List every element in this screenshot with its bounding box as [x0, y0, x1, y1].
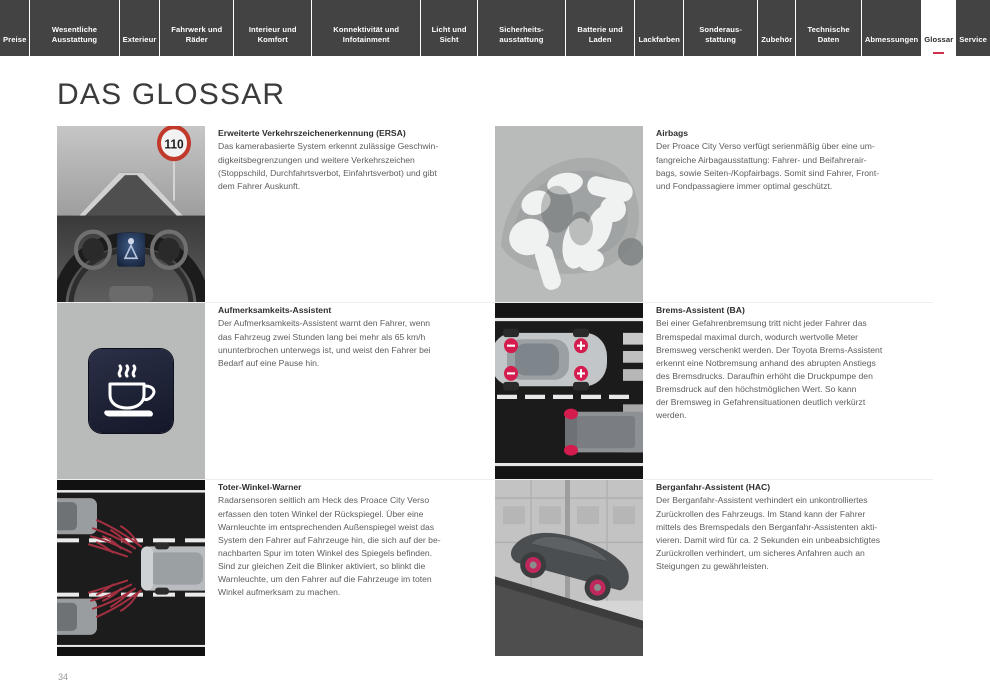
nav-tab-technische-daten[interactable]: Technische Daten: [795, 0, 861, 56]
nav-tab-label: Konnektivität und Infotainment: [333, 25, 400, 44]
nav-tab-label: Glossar: [924, 34, 954, 44]
nav-tab-label: Sonderaus- stattung: [699, 25, 742, 44]
active-tab-underline: [933, 52, 945, 54]
nav-tab-konnektivitaet-und-infotainment[interactable]: Konnektivität und Infotainment: [311, 0, 421, 56]
glossary-grid: 110 Erweiterte Verkehrszeichenerkennu: [0, 126, 990, 656]
airbag-illustration-svg: [495, 126, 643, 302]
entry-text: Berganfahr-Assistent (HAC) Der Berganfah…: [643, 480, 933, 656]
brake-assist-top-down-car-illustration: [495, 303, 643, 479]
radar-waves-upper: [88, 519, 142, 558]
nav-tab-exterieur[interactable]: Exterieur: [118, 0, 160, 56]
svg-text:110: 110: [164, 137, 183, 151]
entry-text: Brems-Assistent (BA) Bei einer Gefahrenb…: [643, 303, 933, 479]
main-navigation[interactable]: Preise Wesentliche Ausstattung Exterieur…: [0, 0, 990, 56]
nav-tab-label: Exterieur: [122, 34, 157, 44]
nav-tab-label: Fahrwerk und Räder: [171, 25, 223, 44]
entry-text: Airbags Der Proace City Verso verfügt se…: [643, 126, 933, 302]
glossary-entry-aufmerksamkeits-assistent: Aufmerksamkeits-Assistent Der Aufmerksam…: [57, 303, 495, 479]
nav-tab-label: Zubehör: [761, 34, 793, 44]
nav-tab-sonderausstattung[interactable]: Sonderaus- stattung: [683, 0, 758, 56]
nav-tab-label: Service: [959, 34, 987, 44]
entry-text: Erweiterte Verkehrszeichenerkennung (ERS…: [205, 126, 495, 302]
glossary-entry-airbags: Airbags Der Proace City Verso verfügt se…: [495, 126, 933, 302]
brake-assist-illustration-svg: [495, 303, 643, 479]
nav-tab-interieur-und-komfort[interactable]: Interieur und Komfort: [233, 0, 312, 56]
nav-tab-wesentliche-ausstattung[interactable]: Wesentliche Ausstattung: [29, 0, 119, 56]
ersa-illustration-svg: 110: [57, 126, 205, 302]
nav-tab-label: Preise: [3, 34, 27, 44]
radar-waves-lower: [88, 579, 142, 618]
entry-body: Bei einer Gefahrenbremsung tritt nicht j…: [656, 318, 883, 420]
nav-tab-fahrwerk-und-raeder[interactable]: Fahrwerk und Räder: [159, 0, 234, 56]
nav-tab-licht-und-sicht[interactable]: Licht und Sicht: [420, 0, 478, 56]
entry-text: Aufmerksamkeits-Assistent Der Aufmerksam…: [205, 303, 495, 479]
nav-tab-label: Interieur und Komfort: [248, 25, 297, 44]
adjacent-vehicle-upper: [57, 498, 97, 535]
nav-tab-label: Licht und Sicht: [431, 25, 467, 44]
nav-tab-label: Batterie und Laden: [577, 25, 623, 44]
nav-tab-abmessungen[interactable]: Abmessungen: [860, 0, 922, 56]
glossary-entry-ersa: 110 Erweiterte Verkehrszeichenerkennu: [57, 126, 495, 302]
nav-tab-label: Abmessungen: [864, 34, 919, 44]
entry-body: Das kamerabasierte System erkennt zuläss…: [218, 141, 439, 191]
nav-tab-label: Lackfarben: [638, 34, 680, 44]
glossary-row: 110 Erweiterte Verkehrszeichenerkennu: [57, 126, 933, 302]
brake-indicator-markers: [504, 338, 588, 381]
glossary-row: Aufmerksamkeits-Assistent Der Aufmerksam…: [57, 302, 933, 479]
entry-title: Aufmerksamkeits-Assistent: [218, 305, 332, 315]
entry-text: Toter-Winkel-Warner Radarsensoren seitli…: [205, 480, 495, 656]
nav-tab-glossar[interactable]: Glossar: [921, 0, 957, 56]
entry-title: Airbags: [656, 128, 688, 138]
coffee-cup-break-warning-icon: [57, 303, 205, 479]
highlighted-wheels: [520, 551, 611, 601]
coffee-icon-backdrop: [57, 303, 205, 479]
entry-body: Der Aufmerksamkeits-Assistent warnt den …: [218, 318, 431, 368]
coffee-cup-icon: [104, 364, 156, 417]
glossary-entry-toter-winkel-warner: Toter-Winkel-Warner Radarsensoren seitli…: [57, 480, 495, 656]
entry-body: Radarsensoren seitlich am Heck des Proac…: [218, 495, 441, 597]
coffee-icon-tile: [89, 349, 173, 433]
road-speed-sign-steering-wheel-illustration: 110: [57, 126, 205, 302]
front-car-top-view: [495, 328, 607, 391]
nav-tab-lackfarben[interactable]: Lackfarben: [634, 0, 683, 56]
entry-title: Erweiterte Verkehrszeichenerkennung (ERS…: [218, 128, 406, 138]
rear-car-top-view: [564, 408, 643, 456]
entry-body: Der Proace City Verso verfügt serienmäßi…: [656, 141, 880, 191]
hill-assist-illustration-svg: [495, 480, 643, 656]
car-on-incline: [510, 532, 629, 601]
nav-tab-batterie-und-laden[interactable]: Batterie und Laden: [564, 0, 635, 56]
entry-title: Brems-Assistent (BA): [656, 305, 745, 315]
nav-tab-sicherheitsausstattung[interactable]: Sicherheits- ausstattung: [477, 0, 565, 56]
car-airbag-deployment-illustration: [495, 126, 643, 302]
nav-tab-preise[interactable]: Preise: [0, 0, 30, 56]
page-title: DAS GLOSSAR: [57, 78, 286, 111]
glossary-entry-berganfahr-assistent: Berganfahr-Assistent (HAC) Der Berganfah…: [495, 480, 933, 656]
glossary-entry-brems-assistent: Brems-Assistent (BA) Bei einer Gefahrenb…: [495, 303, 933, 479]
nav-tab-zubehoer[interactable]: Zubehör: [757, 0, 796, 56]
entry-body: Der Berganfahr-Assistent verhindert ein …: [656, 495, 881, 571]
nav-tab-service[interactable]: Service: [956, 0, 990, 56]
nav-tab-label: Technische Daten: [807, 25, 850, 44]
nav-tab-label: Wesentliche Ausstattung: [51, 25, 98, 44]
blind-spot-radar-top-down-illustration: [57, 480, 205, 656]
ego-vehicle: [141, 542, 205, 595]
blind-spot-illustration-svg: [57, 480, 205, 656]
adjacent-vehicle-lower: [57, 598, 97, 635]
entry-title: Toter-Winkel-Warner: [218, 482, 302, 492]
hill-start-assist-incline-car-illustration: [495, 480, 643, 656]
nav-tab-label: Sicherheits- ausstattung: [499, 25, 544, 44]
glossary-row: Toter-Winkel-Warner Radarsensoren seitli…: [57, 479, 933, 656]
page-number: 34: [58, 672, 69, 682]
speed-limit-sign: 110: [157, 126, 191, 201]
entry-title: Berganfahr-Assistent (HAC): [656, 482, 771, 492]
